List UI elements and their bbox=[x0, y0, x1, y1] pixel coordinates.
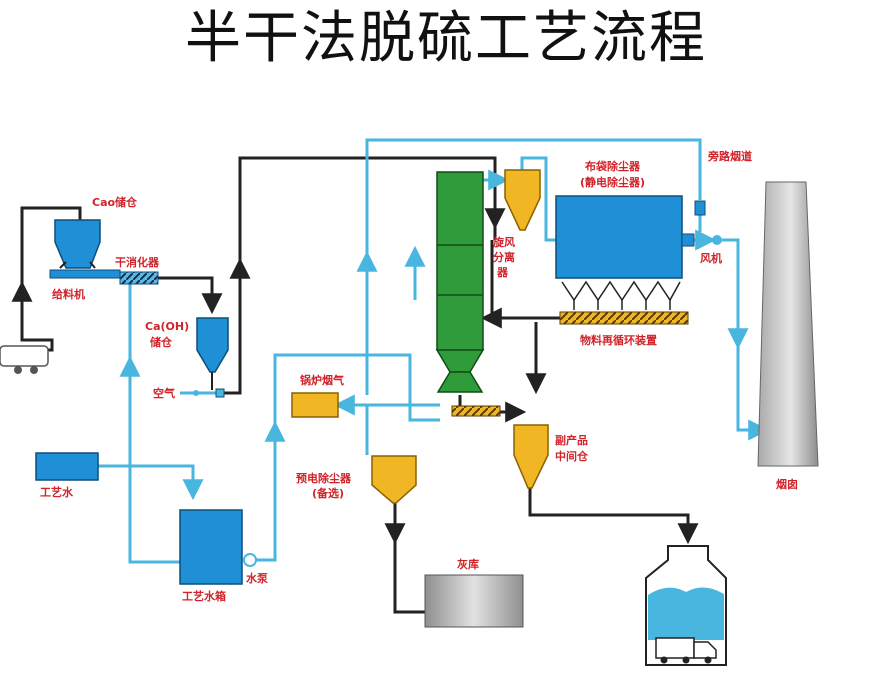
cyclone-to-bag-line bbox=[520, 156, 556, 242]
cao-silo bbox=[54, 219, 101, 269]
label-feeder: 给料机 bbox=[52, 287, 85, 301]
cao-feed-line bbox=[20, 206, 82, 352]
label-caoh-silo-1: Ca(OH) bbox=[145, 320, 189, 333]
chimney bbox=[757, 181, 819, 467]
bag-filter bbox=[555, 195, 683, 310]
slaker-to-silo-line bbox=[158, 276, 223, 315]
label-fan: 风机 bbox=[700, 251, 722, 265]
air-valve bbox=[193, 390, 199, 396]
label-bypass-duct: 旁路烟道 bbox=[707, 149, 752, 163]
label-recirc: 物料再循环装置 bbox=[580, 333, 657, 347]
label-cyclone-3: 器 bbox=[496, 266, 509, 279]
page-title: 半干法脱硫工艺流程 bbox=[185, 6, 707, 71]
pre-precip-to-ash-line-2 bbox=[393, 540, 425, 614]
label-slaker: 干消化器 bbox=[115, 255, 160, 269]
cyclone-separator bbox=[504, 169, 541, 231]
ash-silo bbox=[424, 574, 524, 628]
label-air: 空气 bbox=[153, 386, 175, 400]
label-cao-silo: Cao储仓 bbox=[92, 195, 138, 209]
label-process-water: 工艺水 bbox=[40, 485, 74, 499]
lime-tank-truck bbox=[0, 345, 49, 374]
truck-loading-station bbox=[645, 545, 727, 666]
recirculation-conveyor bbox=[559, 311, 689, 325]
absorber-tower bbox=[435, 171, 485, 393]
fan-to-chimney-line bbox=[722, 238, 770, 441]
label-ash-silo: 灰库 bbox=[457, 557, 479, 571]
tower-bottom-conveyor bbox=[451, 405, 501, 417]
label-pump: 水泵 bbox=[246, 571, 268, 585]
label-caoh-silo-2: 储仓 bbox=[150, 335, 173, 349]
outlet-valve bbox=[681, 233, 695, 247]
label-boiler-gas: 锅炉烟气 bbox=[300, 373, 344, 387]
label-byproduct-2: 中间仓 bbox=[555, 449, 589, 463]
label-pre-precip-2: (备选) bbox=[312, 486, 344, 500]
process-water-tank bbox=[179, 509, 243, 585]
label-bag-filter-1: 布袋除尘器 bbox=[585, 159, 641, 173]
boiler-gas-box bbox=[291, 392, 339, 418]
pump-to-tower-line bbox=[255, 353, 440, 562]
silo-outlet-valve bbox=[215, 388, 225, 398]
fan bbox=[712, 235, 722, 245]
label-byproduct-1: 副产品 bbox=[555, 433, 588, 447]
pre-precipitator bbox=[371, 455, 417, 504]
caoh-silo bbox=[196, 317, 229, 373]
process-water-line bbox=[98, 464, 204, 501]
byproduct-silo bbox=[513, 424, 549, 489]
label-water-tank: 工艺水箱 bbox=[182, 589, 226, 603]
feeder-conveyor bbox=[49, 269, 121, 279]
label-chimney: 烟囱 bbox=[776, 477, 798, 491]
label-bag-filter-2: (静电除尘器) bbox=[580, 175, 645, 189]
water-pump bbox=[243, 553, 257, 567]
byproduct-to-truck-line bbox=[528, 488, 699, 545]
label-cyclone-2: 分离 bbox=[493, 250, 515, 264]
slaker bbox=[119, 271, 159, 285]
label-pre-precip-1: 预电除尘器 bbox=[296, 471, 352, 485]
label-cyclone-1: 旋风 bbox=[492, 235, 515, 249]
bypass-valve bbox=[694, 200, 706, 216]
process-water-box bbox=[35, 452, 99, 481]
